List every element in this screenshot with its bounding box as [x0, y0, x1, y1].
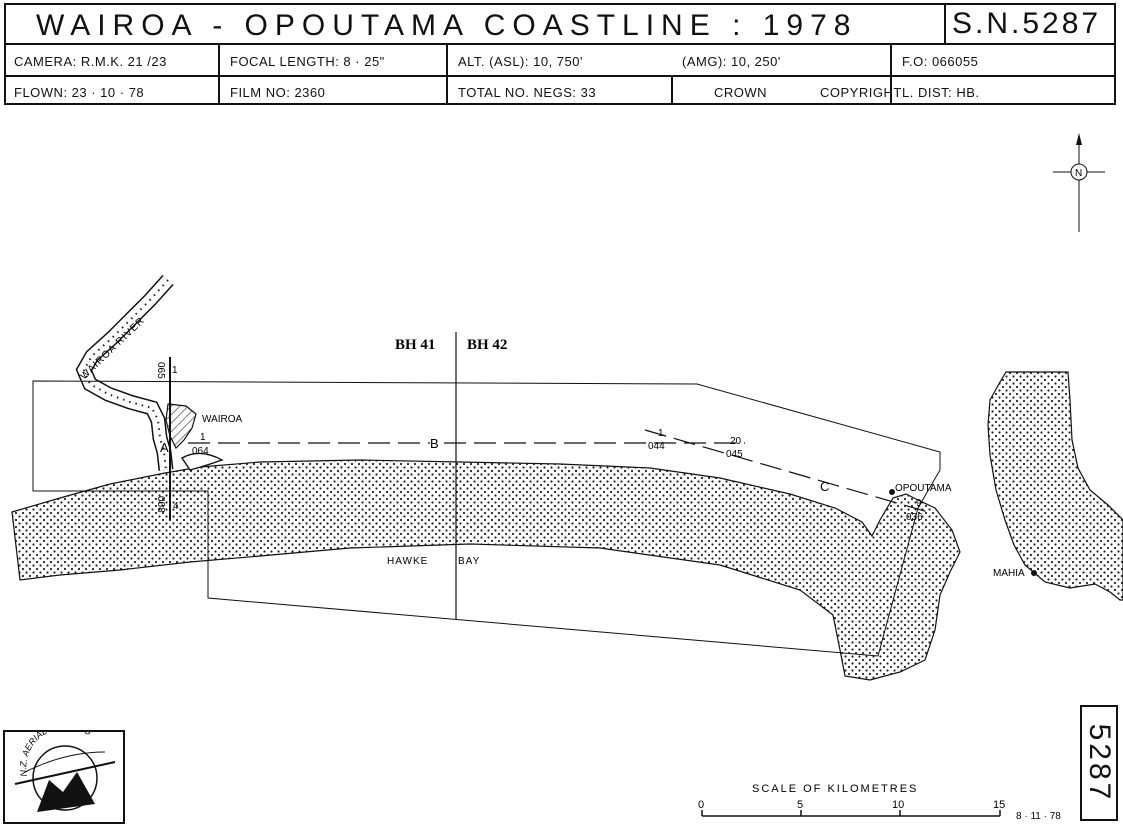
- north-label: N: [1075, 168, 1082, 179]
- scale-tick-0: 0: [698, 799, 704, 811]
- fo-field: F.O: 066055: [902, 54, 979, 69]
- run-a-label: A: [160, 440, 169, 455]
- coverage-boundary: [32, 380, 941, 657]
- total-negs-field: TOTAL NO. NEGS: 33: [458, 85, 597, 100]
- crown-label: CROWN: [714, 85, 768, 100]
- town-mahia-label: MAHIA: [993, 568, 1025, 579]
- run-b-start-film: 064: [192, 446, 209, 457]
- opoutama-marker: [889, 489, 895, 495]
- altitude-amg-field: (AMG): 10, 250': [682, 54, 781, 69]
- divider: [6, 43, 1114, 45]
- divider: [446, 43, 448, 105]
- wairoa-town-area: [165, 403, 197, 450]
- district-field: L. DIST: HB.: [902, 85, 980, 100]
- scale-tick-5: 5: [797, 799, 803, 811]
- film-no-field: FILM NO: 2360: [230, 85, 326, 100]
- run-a-bot-film: 068: [155, 496, 166, 513]
- run-a-top-neg: 1: [172, 365, 178, 376]
- divider: [671, 75, 673, 105]
- flight-run-c: [644, 429, 929, 513]
- divider: [218, 43, 220, 105]
- sheet-number-box: 5287: [1080, 705, 1118, 821]
- map-date: 8 · 11 · 78: [1016, 811, 1061, 822]
- river-dots: [82, 279, 169, 471]
- sheet-bh42-label: BH 42: [467, 337, 507, 353]
- run-c-label: C: [820, 479, 829, 494]
- sheet-number-label: S.N.5287: [952, 7, 1102, 40]
- title-block: WAIROA - OPOUTAMA COASTLINE : 1978 S.N.5…: [4, 3, 1116, 105]
- company-logo: N.Z. AERIAL MAPPING: [3, 720, 125, 824]
- run-c-start-film: 044: [648, 441, 665, 452]
- run-a-top-film: 065: [155, 362, 166, 379]
- focal-length-field: FOCAL LENGTH: 8 · 25": [230, 54, 385, 69]
- map-title: WAIROA - OPOUTAMA COASTLINE : 1978: [36, 9, 858, 42]
- bay-label: BAY: [458, 556, 480, 567]
- run-c-end-neg: 9: [916, 498, 922, 509]
- divider: [944, 5, 946, 45]
- hawke-label: HAWKE: [387, 556, 428, 567]
- mahia-peninsula: [987, 371, 1123, 601]
- run-c-end-film: 036: [906, 512, 923, 523]
- divider: [6, 75, 1114, 77]
- run-b-start-neg: 1: [200, 432, 206, 443]
- altitude-asl-field: ALT. (ASL): 10, 750': [458, 54, 583, 69]
- scale-bar: SCALE OF KILOMETRES 0 5 10 15 8 · 11 · 7…: [698, 783, 1061, 822]
- mahia-marker: [1031, 570, 1037, 576]
- logo-emblem: N.Z. AERIAL MAPPING: [14, 720, 116, 812]
- run-a-bot-neg: 4: [173, 501, 179, 512]
- run-c-mid-film: 045: [726, 449, 743, 460]
- sheet-bh41-label: BH 41: [395, 337, 435, 353]
- run-c-start-neg: 1: [658, 428, 664, 439]
- flown-field: FLOWN: 23 · 10 · 78: [14, 85, 145, 100]
- town-opoutama-label: OPOUTAMA: [895, 483, 952, 494]
- scale-tick-15: 15: [993, 799, 1005, 811]
- town-wairoa-label: WAIROA: [202, 414, 243, 425]
- copyright-label: COPYRIGHT: [820, 85, 902, 100]
- run-b-label: B: [430, 436, 439, 451]
- run-c-mid-neg: 20: [730, 436, 742, 447]
- sea-area: [11, 459, 961, 681]
- map-canvas: BH 41 BH 42 A 1 065 4 068 B 1 064 1 044 …: [11, 133, 1123, 822]
- river-label: WAIROA RIVER: [78, 315, 147, 382]
- scale-title: SCALE OF KILOMETRES: [752, 783, 918, 795]
- north-arrow: N: [1053, 133, 1105, 232]
- divider: [890, 43, 892, 105]
- camera-field: CAMERA: R.M.K. 21 /23: [14, 54, 167, 69]
- scale-tick-10: 10: [892, 799, 904, 811]
- lagoon: [180, 452, 224, 471]
- sheet-number-vertical: 5287: [1083, 723, 1116, 803]
